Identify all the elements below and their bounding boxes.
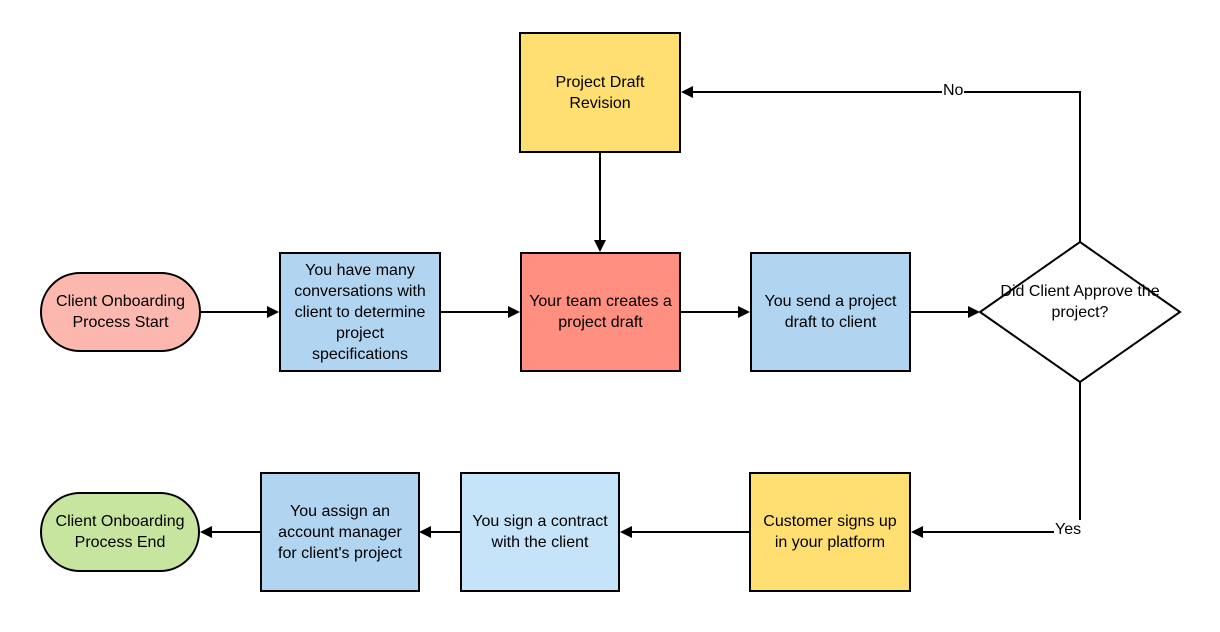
end-terminal-label: Client Onboarding Process End [55, 513, 185, 551]
send-draft-step-label: You send a project draft to client [764, 293, 897, 331]
signup-step: Customer signs up in your platform [749, 472, 911, 592]
decision-diamond [978, 240, 1182, 384]
start-terminal: Client Onboarding Process Start [40, 272, 201, 352]
conversations-step-label: You have many conversations with client … [294, 261, 426, 363]
create-draft-step-label: Your team creates a project draft [529, 293, 672, 331]
draft-revision-step: Project Draft Revision [519, 32, 681, 153]
signup-step-label: Customer signs up in your platform [763, 513, 897, 551]
send-draft-step: You send a project draft to client [750, 252, 911, 372]
no-edge-label: No [942, 81, 965, 101]
create-draft-step: Your team creates a project draft [520, 252, 681, 372]
contract-step: You sign a contract with the client [460, 472, 620, 592]
arrow-decision-no-to-revision [681, 86, 1081, 242]
start-terminal-label: Client Onboarding Process Start [56, 293, 185, 331]
assign-manager-step: You assign an account manager for client… [260, 472, 420, 592]
conversations-step: You have many conversations with client … [279, 252, 441, 372]
contract-step-label: You sign a contract with the client [472, 513, 608, 551]
arrow-decision-yes-to-signup [911, 382, 1081, 538]
draft-revision-step-label: Project Draft Revision [555, 73, 645, 112]
assign-manager-step-label: You assign an account manager for client… [278, 502, 402, 562]
end-terminal: Client Onboarding Process End [40, 492, 200, 572]
decision-label: Did Client Approve the project? [1000, 283, 1160, 321]
yes-edge-label: Yes [1054, 520, 1083, 540]
